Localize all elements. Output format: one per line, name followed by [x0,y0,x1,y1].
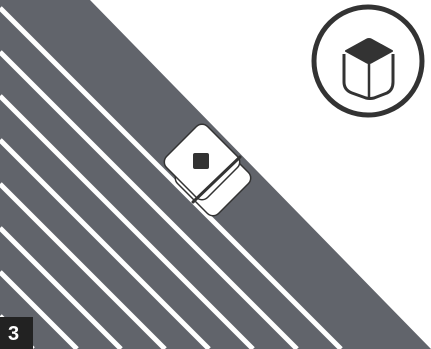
step-number-badge: 3 [0,317,33,349]
cleaning-block-icon [314,7,422,115]
